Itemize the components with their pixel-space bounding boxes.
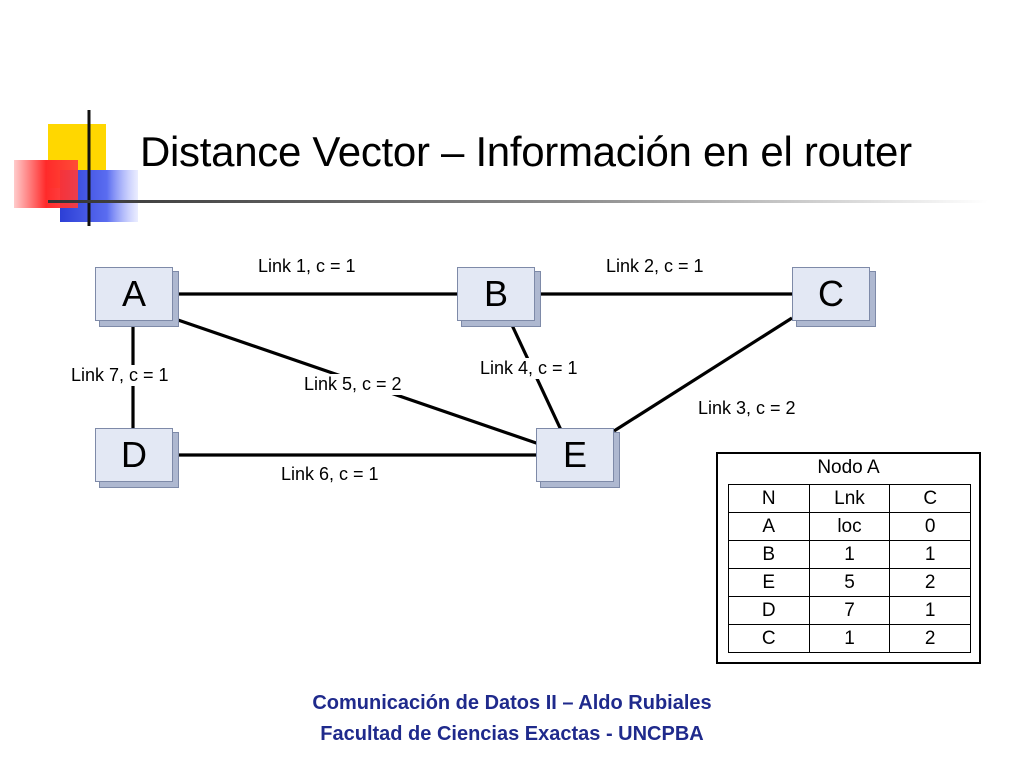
table-row: B 1 1 [728, 540, 971, 569]
link-7-label: Link 7, c = 1 [69, 365, 171, 386]
node-c: C [792, 267, 870, 321]
link-6-label: Link 6, c = 1 [279, 464, 381, 485]
link-3-label: Link 3, c = 2 [696, 398, 798, 419]
table-cell: 7 [808, 596, 891, 625]
node-e: E [536, 428, 614, 482]
title-rule [48, 200, 988, 203]
table-cell: E [728, 568, 810, 597]
footer-line-1: Comunicación de Datos II – Aldo Rubiales [312, 692, 712, 714]
routing-table-title: Nodo A [817, 457, 880, 478]
table-cell: C [728, 624, 810, 653]
table-cell: 1 [808, 624, 891, 653]
link-1-label: Link 1, c = 1 [256, 256, 358, 277]
link-4-label: Link 4, c = 1 [478, 358, 580, 379]
table-row: D 7 1 [728, 596, 971, 625]
table-header-cell: C [889, 484, 971, 513]
node-b: B [457, 267, 535, 321]
table-row: E 5 2 [728, 568, 971, 597]
node-a: A [95, 267, 173, 321]
node-d: D [95, 428, 173, 482]
table-header-row: N Lnk C [728, 484, 971, 513]
table-cell: B [728, 540, 810, 569]
table-cell: 1 [889, 540, 971, 569]
table-row: C 1 2 [728, 624, 971, 653]
table-cell: 5 [808, 568, 891, 597]
table-cell: 1 [889, 596, 971, 625]
link-3-line [613, 316, 793, 433]
link-5-label: Link 5, c = 2 [302, 374, 404, 395]
table-cell: loc [808, 512, 891, 541]
slide-decoration [14, 110, 988, 226]
link-2-label: Link 2, c = 1 [604, 256, 706, 277]
table-cell: D [728, 596, 810, 625]
page-title: Distance Vector – Información en el rout… [140, 128, 912, 175]
routing-table-frame: Nodo A N Lnk C A loc 0 B 1 1 [716, 452, 981, 664]
table-cell: A [728, 512, 810, 541]
table-cell: 2 [889, 624, 971, 653]
table-header-cell: N [728, 484, 810, 513]
table-row: A loc 0 [728, 512, 971, 541]
footer-line-2: Facultad de Ciencias Exactas - UNCPBA [320, 723, 704, 745]
table-cell: 2 [889, 568, 971, 597]
table-cell: 0 [889, 512, 971, 541]
routing-table: N Lnk C A loc 0 B 1 1 E 5 [728, 484, 971, 653]
table-header-cell: Lnk [808, 484, 891, 513]
table-cell: 1 [808, 540, 891, 569]
